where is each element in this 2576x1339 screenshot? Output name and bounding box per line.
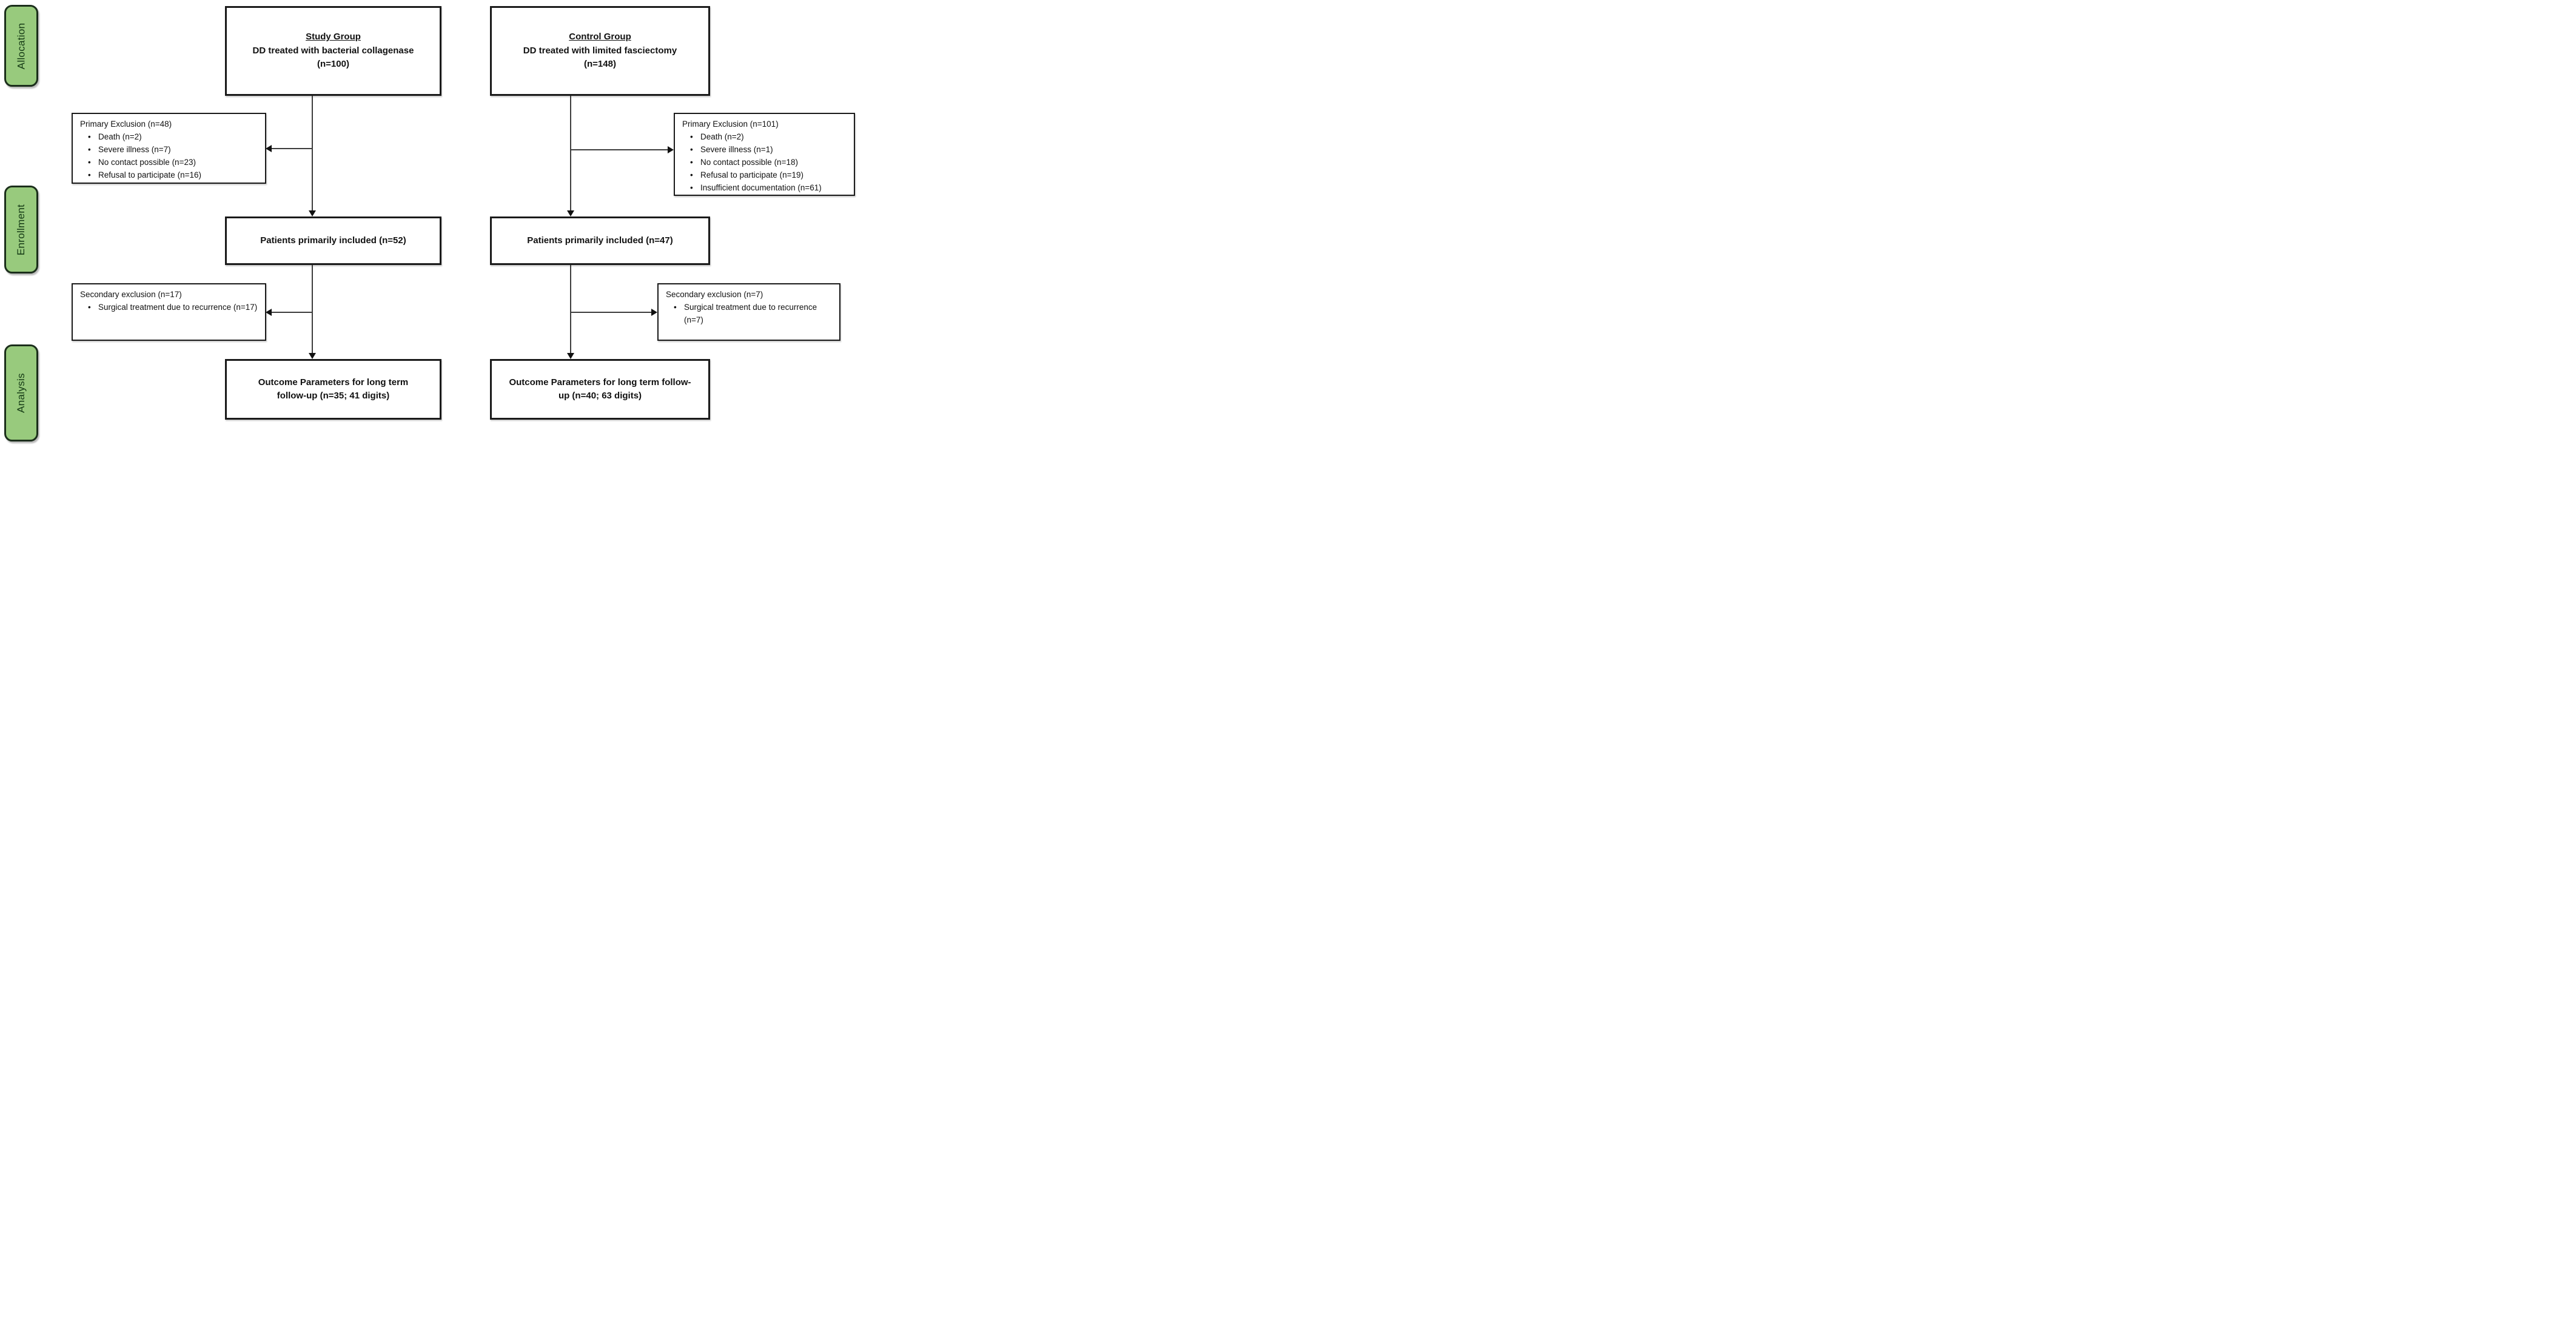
arrowhead-down-icon	[567, 210, 574, 216]
control-primary-exclusion-branch-line	[571, 149, 668, 150]
study-primary-exclusion-branch-line	[270, 148, 313, 149]
list-item: Refusal to participate (n=16)	[80, 169, 260, 182]
study-secondary-exclusion-box: Secondary exclusion (n=17) Surgical trea…	[72, 283, 266, 341]
control-group-box: Control Group DD treated with limited fa…	[490, 6, 710, 96]
list-item: Severe illness (n=1)	[682, 144, 849, 156]
study-secondary-exclusion-branch-line	[270, 312, 313, 313]
stage-label-enrollment-text: Enrollment	[15, 204, 27, 255]
study-included-box: Patients primarily included (n=52)	[225, 216, 441, 265]
arrowhead-down-icon	[567, 353, 574, 359]
arrowhead-down-icon	[309, 353, 316, 359]
list-item: No contact possible (n=23)	[80, 156, 260, 169]
study-group-description: DD treated with bacterial collagenase	[252, 45, 414, 56]
arrowhead-down-icon	[309, 210, 316, 216]
stage-label-allocation-text: Allocation	[15, 22, 27, 69]
control-secondary-exclusion-list: Surgical treatment due to recurrence (n=…	[666, 301, 834, 327]
list-item: Surgical treatment due to recurrence (n=…	[666, 301, 834, 327]
control-primary-exclusion-box: Primary Exclusion (n=101) Death (n=2) Se…	[674, 113, 855, 196]
study-outcome-box: Outcome Parameters for long term follow-…	[225, 359, 441, 420]
stage-label-enrollment: Enrollment	[4, 186, 38, 274]
list-item: Insufficient documentation (n=61)	[682, 182, 849, 195]
control-secondary-exclusion-title: Secondary exclusion (n=7)	[666, 290, 763, 299]
study-primary-exclusion-title: Primary Exclusion (n=48)	[80, 119, 172, 129]
control-group-n: (n=148)	[584, 59, 616, 70]
study-outcome-label: Outcome Parameters for long term follow-…	[258, 377, 409, 401]
list-item: Severe illness (n=7)	[80, 144, 260, 156]
control-group-title: Control Group	[569, 32, 631, 42]
list-item: Refusal to participate (n=19)	[682, 169, 849, 182]
control-secondary-exclusion-branch-line	[571, 312, 652, 313]
study-group-box: Study Group DD treated with bacterial co…	[225, 6, 441, 96]
control-allocation-to-included-line	[570, 96, 571, 211]
study-primary-exclusion-box: Primary Exclusion (n=48) Death (n=2) Sev…	[72, 113, 266, 184]
list-item: Surgical treatment due to recurrence (n=…	[80, 301, 260, 314]
list-item: Death (n=2)	[80, 131, 260, 144]
control-included-box: Patients primarily included (n=47)	[490, 216, 710, 265]
stage-label-analysis-text: Analysis	[15, 373, 27, 413]
control-primary-exclusion-list: Death (n=2) Severe illness (n=1) No cont…	[682, 131, 849, 195]
control-included-label: Patients primarily included (n=47)	[527, 235, 673, 246]
study-included-label: Patients primarily included (n=52)	[260, 235, 406, 246]
arrowhead-left-icon	[266, 145, 272, 152]
control-included-to-outcome-line	[570, 265, 571, 354]
list-item: No contact possible (n=18)	[682, 156, 849, 169]
stage-label-analysis: Analysis	[4, 344, 38, 441]
control-secondary-exclusion-box: Secondary exclusion (n=7) Surgical treat…	[657, 283, 840, 341]
consort-flow-diagram: Allocation Enrollment Analysis Study Gro…	[0, 0, 859, 446]
control-outcome-box: Outcome Parameters for long term follow-…	[490, 359, 710, 420]
control-group-description: DD treated with limited fasciectomy	[523, 45, 677, 56]
control-primary-exclusion-title: Primary Exclusion (n=101)	[682, 119, 779, 129]
arrowhead-right-icon	[651, 309, 657, 316]
study-secondary-exclusion-list: Surgical treatment due to recurrence (n=…	[80, 301, 260, 314]
study-included-to-outcome-line	[312, 265, 313, 354]
stage-label-allocation: Allocation	[4, 5, 38, 87]
study-group-title: Study Group	[306, 32, 361, 42]
study-primary-exclusion-list: Death (n=2) Severe illness (n=7) No cont…	[80, 131, 260, 182]
arrowhead-left-icon	[266, 309, 272, 316]
study-secondary-exclusion-title: Secondary exclusion (n=17)	[80, 290, 182, 299]
study-allocation-to-included-line	[312, 96, 313, 211]
arrowhead-right-icon	[668, 146, 674, 153]
list-item: Death (n=2)	[682, 131, 849, 144]
control-outcome-label: Outcome Parameters for long term follow-…	[509, 377, 691, 401]
study-group-n: (n=100)	[317, 59, 349, 70]
